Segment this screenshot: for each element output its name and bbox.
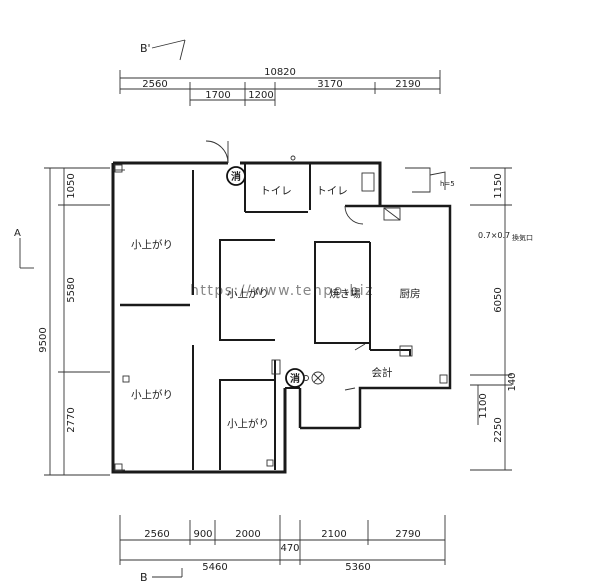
dim-bottom-mid: 470 <box>280 543 299 554</box>
watermark: https://www.tenpo.biz <box>190 283 374 299</box>
dim-top-seg-2: 3170 <box>317 79 342 90</box>
dim-top-sub-1: 1700 <box>205 90 230 101</box>
right-dimensions: 1150 6050 140 2250 1100 0.7×0.7 換気口 h=5 <box>440 167 533 471</box>
section-mark-left-label: A <box>14 228 21 239</box>
dim-top-sub-2: 1200 <box>248 90 273 101</box>
dim-right-note-3: h=5 <box>440 180 455 188</box>
dim-bottom-seg-5: 2790 <box>395 529 420 540</box>
room-cashier: 会計 <box>372 366 393 379</box>
light-fixture-icon <box>303 371 325 385</box>
section-mark-bottom-label: B <box>140 571 148 584</box>
room-tatami-bottom-right: 小上がり <box>227 417 269 430</box>
walls <box>111 161 452 474</box>
dim-right-sub: 1100 <box>478 393 489 418</box>
dim-left-seg-1: 1050 <box>66 173 77 198</box>
dim-bottom-seg-4: 2100 <box>321 529 346 540</box>
room-toilet-2: トイレ <box>316 185 348 197</box>
extinguisher-1-label: 消 <box>231 170 241 183</box>
section-mark-left: A <box>14 228 34 269</box>
extinguisher-icon: 消 <box>226 166 246 186</box>
dim-bottom-seg-1: 2560 <box>144 529 169 540</box>
dim-right-seg-1: 1150 <box>493 173 504 198</box>
dim-right-note: 0.7×0.7 <box>478 231 510 240</box>
section-mark-bottom: B <box>140 568 183 584</box>
room-kitchen: 厨房 <box>400 287 421 300</box>
top-dimensions: 10820 2560 3170 2190 1700 1200 <box>119 67 441 106</box>
room-tatami-bottom-left: 小上がり <box>131 388 173 401</box>
room-labels: トイレ トイレ 小上がり 小上がり 小上がり 小上がり 焼き場 厨房 会計 <box>131 185 421 430</box>
dim-right-seg-4: 2250 <box>493 417 504 442</box>
room-tatami-center: 小上がり <box>227 287 269 300</box>
dim-left-seg-2: 5580 <box>66 277 77 302</box>
dim-bottom-seg-3: 2000 <box>235 529 260 540</box>
dim-bottom-seg-2: 900 <box>193 529 212 540</box>
room-toilet-1: トイレ <box>260 185 292 197</box>
section-mark-top-label: B' <box>140 42 151 55</box>
dim-right-seg-2: 6050 <box>493 287 504 312</box>
dim-left-seg-3: 2770 <box>66 407 77 432</box>
room-grill: 焼き場 <box>329 287 361 300</box>
dim-top-seg-3: 2190 <box>395 79 420 90</box>
left-dimensions: 9500 1050 5580 2770 <box>38 167 110 476</box>
section-mark-top: B' <box>140 39 186 61</box>
extinguisher-2-label: 消 <box>290 372 300 385</box>
room-tatami-top-left: 小上がり <box>131 238 173 251</box>
extinguisher-icon: 消 <box>285 368 305 388</box>
doors <box>205 140 446 391</box>
dim-top-total: 10820 <box>264 67 296 78</box>
dim-right-note-2: 換気口 <box>512 233 533 242</box>
dim-bottom-total-1: 5460 <box>202 562 227 573</box>
dim-top-seg-1: 2560 <box>142 79 167 90</box>
dim-bottom-total-2: 5360 <box>345 562 370 573</box>
dim-left-total: 9500 <box>38 327 49 352</box>
dim-right-seg-3: 140 <box>507 372 518 391</box>
bottom-dimensions: 2560 900 2000 2100 2790 470 5460 5360 <box>119 515 446 573</box>
